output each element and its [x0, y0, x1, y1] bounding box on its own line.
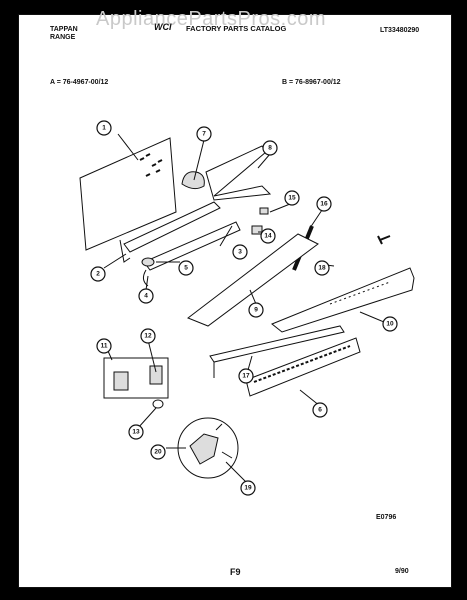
back-panel	[79, 137, 177, 251]
callout-4: 4	[138, 288, 154, 304]
callout-2: 2	[90, 266, 106, 282]
callout-label: 15	[288, 195, 296, 202]
doc-number: LT33480290	[380, 27, 420, 34]
callout-label: 19	[244, 485, 252, 492]
callout-label: 8	[268, 145, 272, 152]
callout-13: 13	[128, 424, 144, 440]
date: 9/90	[395, 568, 409, 575]
callout-label: 12	[144, 333, 152, 340]
callout-14: 14	[260, 228, 276, 244]
callout-18: 18	[314, 260, 330, 276]
callout-19: 19	[240, 480, 256, 496]
callout-label: 7	[202, 131, 206, 138]
callout-label: 17	[242, 373, 250, 380]
callout-1: 1	[96, 120, 112, 136]
callout-6: 6	[312, 402, 328, 418]
callout-label: 16	[320, 201, 328, 208]
callout-label: 5	[184, 265, 188, 272]
callout-16: 16	[316, 196, 332, 212]
trim-panel	[271, 267, 415, 333]
callout-label: 14	[264, 233, 272, 240]
model-b: B = 76-8967-00/12	[282, 79, 341, 86]
clip	[251, 225, 263, 235]
callout-8: 8	[262, 140, 278, 156]
catalog-title: FACTORY PARTS CATALOG	[186, 24, 287, 33]
callout-5: 5	[178, 260, 194, 276]
callout-10: 10	[382, 316, 398, 332]
rail-lower	[143, 221, 241, 271]
switch-knob	[181, 171, 205, 190]
callout-label: 11	[101, 343, 108, 350]
brand-line-2: RANGE	[50, 34, 76, 41]
rail-upper	[123, 201, 221, 253]
callout-9: 9	[248, 302, 264, 318]
callout-label: 3	[238, 249, 242, 256]
figure-code: E0796	[376, 514, 397, 521]
page-label: F9	[230, 567, 241, 577]
callout-label: 10	[386, 321, 394, 328]
heater-strip	[245, 337, 361, 397]
callout-11: 11	[96, 338, 112, 354]
callout-label: 9	[254, 307, 258, 314]
callout-3: 3	[232, 244, 248, 260]
front-panel	[186, 233, 319, 327]
brand-line-1: TAPPAN	[50, 26, 78, 33]
callout-label: 6	[318, 407, 322, 414]
callout-20: 20	[150, 444, 166, 460]
fastener	[259, 207, 269, 215]
callout-17: 17	[238, 368, 254, 384]
wci-logo: WCI	[154, 22, 172, 32]
callout-15: 15	[284, 190, 300, 206]
roller	[141, 257, 155, 267]
callout-7: 7	[196, 126, 212, 142]
bracket	[205, 145, 272, 201]
callout-12: 12	[140, 328, 156, 344]
watermark: AppliancePartsPros.com	[96, 8, 326, 30]
callout-label: 2	[96, 271, 100, 278]
callout-label: 13	[132, 429, 140, 436]
strip	[209, 325, 345, 363]
model-a: A = 76-4967-00/12	[50, 79, 109, 86]
callout-label: 20	[154, 449, 162, 456]
screw	[377, 235, 391, 245]
callout-label: 18	[318, 265, 326, 272]
callout-label: 1	[102, 125, 106, 132]
callout-label: 4	[144, 293, 148, 300]
